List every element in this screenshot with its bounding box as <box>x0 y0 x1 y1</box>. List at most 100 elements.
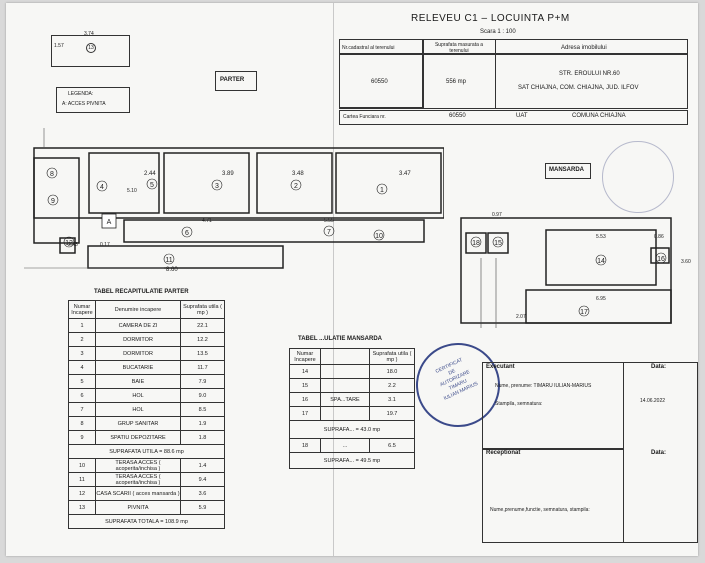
table-cell: 1 <box>68 318 96 333</box>
info-col1 <box>339 39 424 108</box>
mansarda-header-area: Suprafata utila ( mp ) <box>369 348 415 365</box>
svg-text:0.97: 0.97 <box>492 212 502 218</box>
svg-text:6: 6 <box>185 230 189 237</box>
table-cell: TERASA ACCES ( acoperita/inchisa ) <box>95 458 181 473</box>
receptionat-title: Receptionat <box>486 450 521 456</box>
date-title: Data: <box>651 364 667 370</box>
info-col2 <box>422 39 496 109</box>
parter-header-num: Numar Incapere <box>68 300 96 319</box>
table-cell: CASA SCARII ( acces mansarda ) <box>95 486 181 501</box>
parter-table-title: TABEL RECAPITULATIE PARTER <box>94 289 189 295</box>
svg-text:6.95: 6.95 <box>596 296 606 302</box>
executant-title: Executant <box>486 364 515 370</box>
table-cell: 18.0 <box>369 364 415 379</box>
document-sheet: RELEVEU C1 – LOCUINTA P+M Scara 1 : 100 … <box>6 3 698 556</box>
table-cell <box>320 406 370 421</box>
table-cell: 17 <box>289 406 321 421</box>
table-cell: 5 <box>68 374 96 389</box>
table-cell: 8 <box>68 416 96 431</box>
address-line2: SAT CHIAJNA, COM. CHIAJNA, JUD. ILFOV <box>518 85 639 91</box>
table-cell: 18 <box>289 438 321 453</box>
svg-text:3.60: 3.60 <box>681 259 691 265</box>
receptionat-date-title: Data: <box>651 450 667 456</box>
table-cell: 13.5 <box>180 346 225 361</box>
table-cell: 9.4 <box>180 472 225 487</box>
svg-text:0.17: 0.17 <box>100 242 110 248</box>
address-header: Adresa imobilului <box>561 45 607 51</box>
table-cell: 7.9 <box>180 374 225 389</box>
svg-text:A: A <box>107 219 112 226</box>
table-cell <box>320 364 370 379</box>
pivnita-height: 1.57 <box>54 43 64 49</box>
table-cell: BAIE <box>95 374 181 389</box>
parter-total-row: SUPRAFATA TOTALA = 108.9 mp <box>68 514 225 529</box>
mansarda-floor-plan: 0.975.53 0.863.60 6.952.07 14 15 16 17 1… <box>460 212 691 328</box>
table-cell: 11.7 <box>180 360 225 375</box>
table-cell: 12.2 <box>180 332 225 347</box>
svg-text:14: 14 <box>597 258 605 265</box>
svg-text:3.89: 3.89 <box>222 171 234 177</box>
document-title: RELEVEU C1 – LOCUINTA P+M <box>411 13 570 24</box>
table-cell: 1.4 <box>180 458 225 473</box>
table-cell: 2 <box>68 332 96 347</box>
svg-text:4: 4 <box>100 184 104 191</box>
table-cell: 22.1 <box>180 318 225 333</box>
company-seal <box>602 141 674 213</box>
svg-text:16: 16 <box>657 256 665 263</box>
room-13-marker: 13 <box>86 43 96 53</box>
mansarda-total-row: SUPRAFA... = 49.5 mp <box>289 452 415 469</box>
table-cell: 15 <box>289 378 321 393</box>
info-divider <box>339 53 688 55</box>
table-cell: 16 <box>289 392 321 407</box>
executant-name: Nume, prenume: TIMARU IULIAN-MARIUS <box>495 383 592 389</box>
svg-text:3: 3 <box>215 183 219 190</box>
scale-label: Scara 1 : 100 <box>480 29 516 35</box>
mansarda-table: Numar Incapere Suprafata utila ( mp ) 14… <box>289 348 415 469</box>
table-cell: 1.8 <box>180 430 225 445</box>
parter-header-name: Denumire incapere <box>95 300 181 319</box>
table-cell: 19.7 <box>369 406 415 421</box>
legend-title: LEGENDA: <box>68 91 94 97</box>
table-cell: HOL <box>95 402 181 417</box>
svg-text:3.48: 3.48 <box>292 171 304 177</box>
table-cell: 8.5 <box>180 402 225 417</box>
surface-value: 556 mp <box>446 79 467 85</box>
parter-header-area: Suprafata utila ( mp ) <box>180 300 225 319</box>
legend-item: A: ACCES PIVNITA <box>62 101 106 107</box>
svg-text:5: 5 <box>150 182 154 189</box>
table-cell: TERASA ACCES ( acoperita/inchisa ) <box>95 472 181 487</box>
svg-text:11: 11 <box>165 257 172 264</box>
svg-text:18: 18 <box>472 240 480 247</box>
uat-value: COMUNA CHIAJNA <box>572 113 626 119</box>
cf-value: 60550 <box>449 113 466 119</box>
mansarda-header-num: Numar Incapere <box>289 348 321 365</box>
table-cell: PIVNITA <box>95 500 181 515</box>
table-cell: GRUP SANITAR <box>95 416 181 431</box>
parter-table: Numar Incapere Denumire incapere Suprafa… <box>68 300 225 529</box>
mansarda-table-title: TABEL ...ULATIE MANSARDA <box>298 336 382 342</box>
executant-date: 14.06.2022 <box>640 398 666 404</box>
mansarda-header-name <box>320 348 370 365</box>
table-cell: 14 <box>289 364 321 379</box>
table-cell: 9.0 <box>180 388 225 403</box>
table-cell: 12 <box>68 486 96 501</box>
table-cell: DORMITOR <box>95 332 181 347</box>
mansarda-util-row: SUPRAFA... = 43.0 mp <box>289 420 415 439</box>
table-cell: 9 <box>68 430 96 445</box>
svg-text:4.71: 4.71 <box>202 218 212 224</box>
parter-label: PARTER <box>220 77 245 83</box>
svg-text:8.60: 8.60 <box>166 267 178 273</box>
table-cell: 7 <box>68 402 96 417</box>
receptionat-cell <box>482 448 624 543</box>
table-cell: 10 <box>68 458 96 473</box>
executant-stamp-line: Stampila, semnatura: <box>495 401 543 407</box>
cadastral-header: Nr.cadastral al terenului <box>342 45 395 51</box>
svg-text:5.55: 5.55 <box>324 218 334 224</box>
table-cell: 3 <box>68 346 96 361</box>
table-cell: 4 <box>68 360 96 375</box>
svg-text:3.47: 3.47 <box>399 171 411 177</box>
table-cell: BUCATARIE <box>95 360 181 375</box>
table-cell: 2.2 <box>369 378 415 393</box>
mansarda-label-box <box>545 163 591 179</box>
